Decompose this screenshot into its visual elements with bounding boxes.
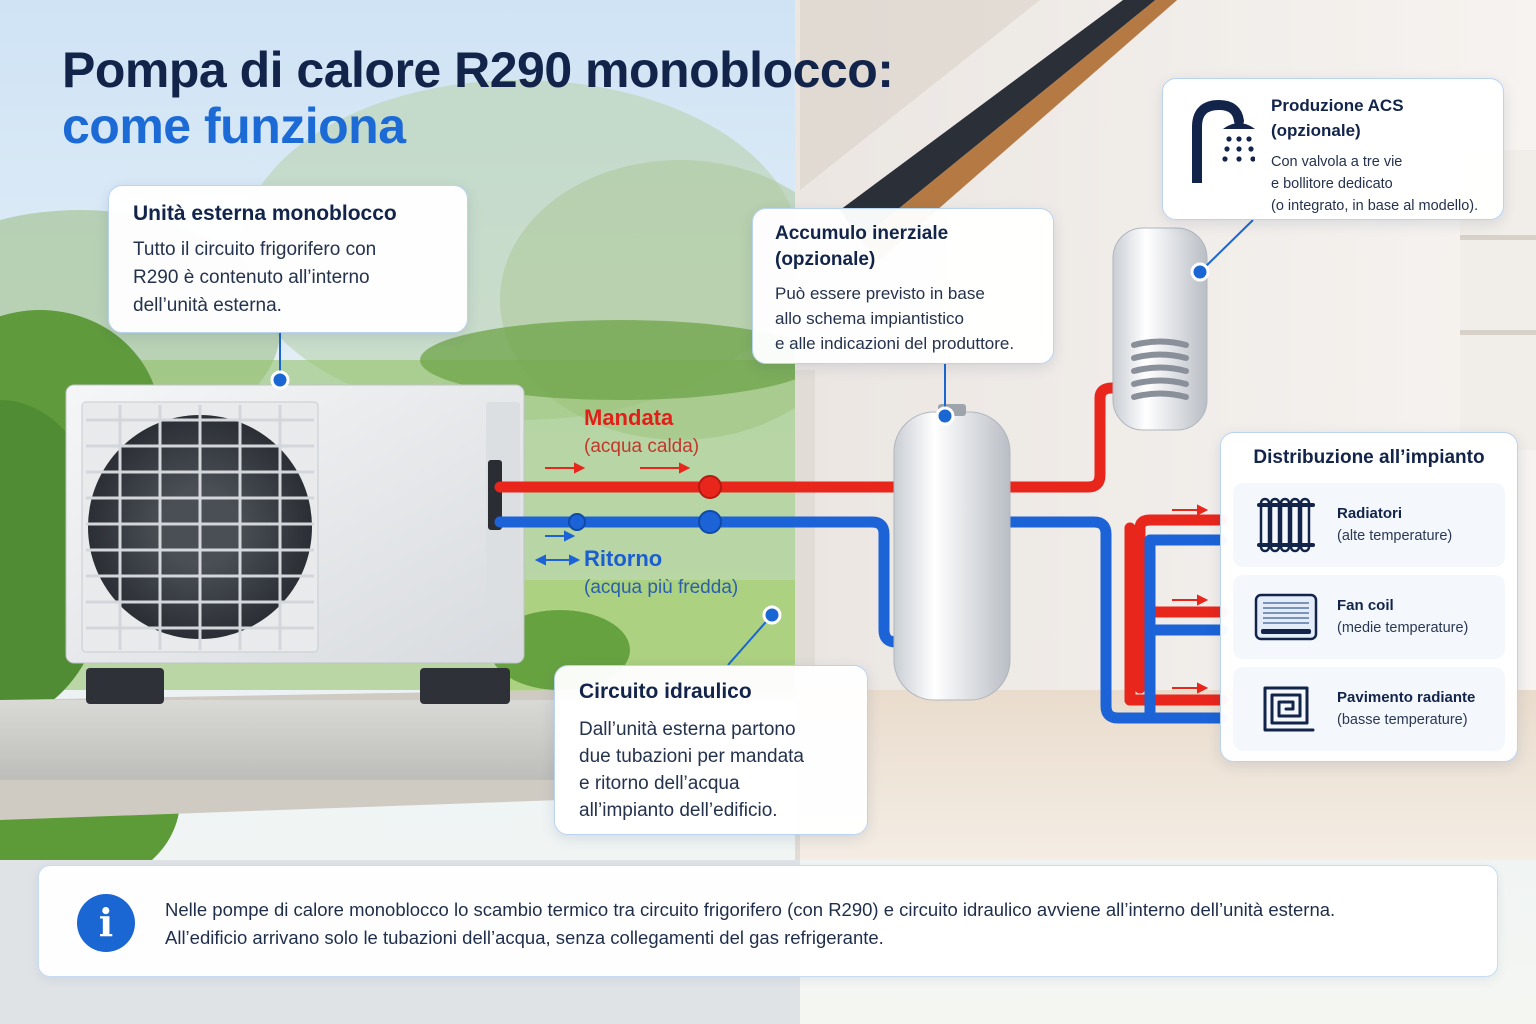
underfloor-heating-icon (1263, 686, 1315, 732)
outdoor-unit-heading: Unità esterna monoblocco (133, 202, 397, 225)
shower-icon (1192, 99, 1255, 183)
radiator-icon (1257, 497, 1315, 553)
hydraulic-text: Dall’unità esterna partono due tubazioni… (579, 719, 804, 821)
fan-coil-icon (1254, 593, 1318, 641)
info-text: Nelle pompe di calore monoblocco lo scam… (165, 896, 1475, 952)
return-sublabel: (acqua più fredda) (584, 577, 739, 598)
hydraulic-heading: Circuito idraulico (579, 680, 752, 703)
buffer-tank-text: Può essere previsto in base allo schema … (775, 284, 1015, 353)
info-icon: i (77, 894, 135, 952)
return-label: Ritorno (584, 546, 663, 571)
distribution-item-name: Pavimento radiante (1337, 689, 1476, 706)
dhw-heading: Produzione ACS (opzionale) (1271, 96, 1404, 140)
dhw-text: Con valvola a tre vie e bollitore dedica… (1271, 154, 1479, 214)
hydraulic-circuit-callout: Circuito idraulico Dall’unità esterna pa… (554, 665, 868, 835)
info-line-2: All’edificio arrivano solo le tubazioni … (165, 927, 884, 948)
dhw-callout: Produzione ACS (opzionale) Con valvola a… (1162, 78, 1504, 220)
distribution-item-desc: (alte temperature) (1337, 528, 1453, 544)
distribution-item-fan-coil: Fan coil (medie temperature) (1233, 575, 1505, 659)
outdoor-unit-callout: Unità esterna monoblocco Tutto il circui… (108, 185, 468, 333)
distribution-item-radiators: Radiatori (alte temperature) (1233, 483, 1505, 567)
page-title: Pompa di calore R290 monoblocco: come fu… (62, 42, 894, 154)
supply-label: Mandata (584, 405, 674, 430)
buffer-tank-heading: Accumulo inerziale (opzionale) (775, 223, 949, 270)
supply-sublabel: (acqua calda) (584, 436, 700, 457)
distribution-item-name: Fan coil (1337, 597, 1394, 614)
distribution-item-desc: (medie temperature) (1337, 620, 1469, 636)
title-line-2: come funziona (62, 98, 406, 154)
outdoor-unit-text: Tutto il circuito frigorifero con R290 è… (133, 239, 377, 316)
title-line-1: Pompa di calore R290 monoblocco: (62, 42, 894, 98)
info-line-1: Nelle pompe di calore monoblocco lo scam… (165, 899, 1336, 920)
info-note: i Nelle pompe di calore monoblocco lo sc… (38, 865, 1498, 977)
distribution-panel: Distribuzione all’impianto Radiatori (al… (1220, 432, 1518, 762)
distribution-heading: Distribuzione all’impianto (1253, 447, 1485, 468)
buffer-tank-callout: Accumulo inerziale (opzionale) Può esser… (752, 208, 1054, 364)
distribution-item-name: Radiatori (1337, 505, 1403, 522)
distribution-item-underfloor: Pavimento radiante (basse temperature) (1233, 667, 1505, 751)
distribution-item-desc: (basse temperature) (1337, 712, 1468, 728)
